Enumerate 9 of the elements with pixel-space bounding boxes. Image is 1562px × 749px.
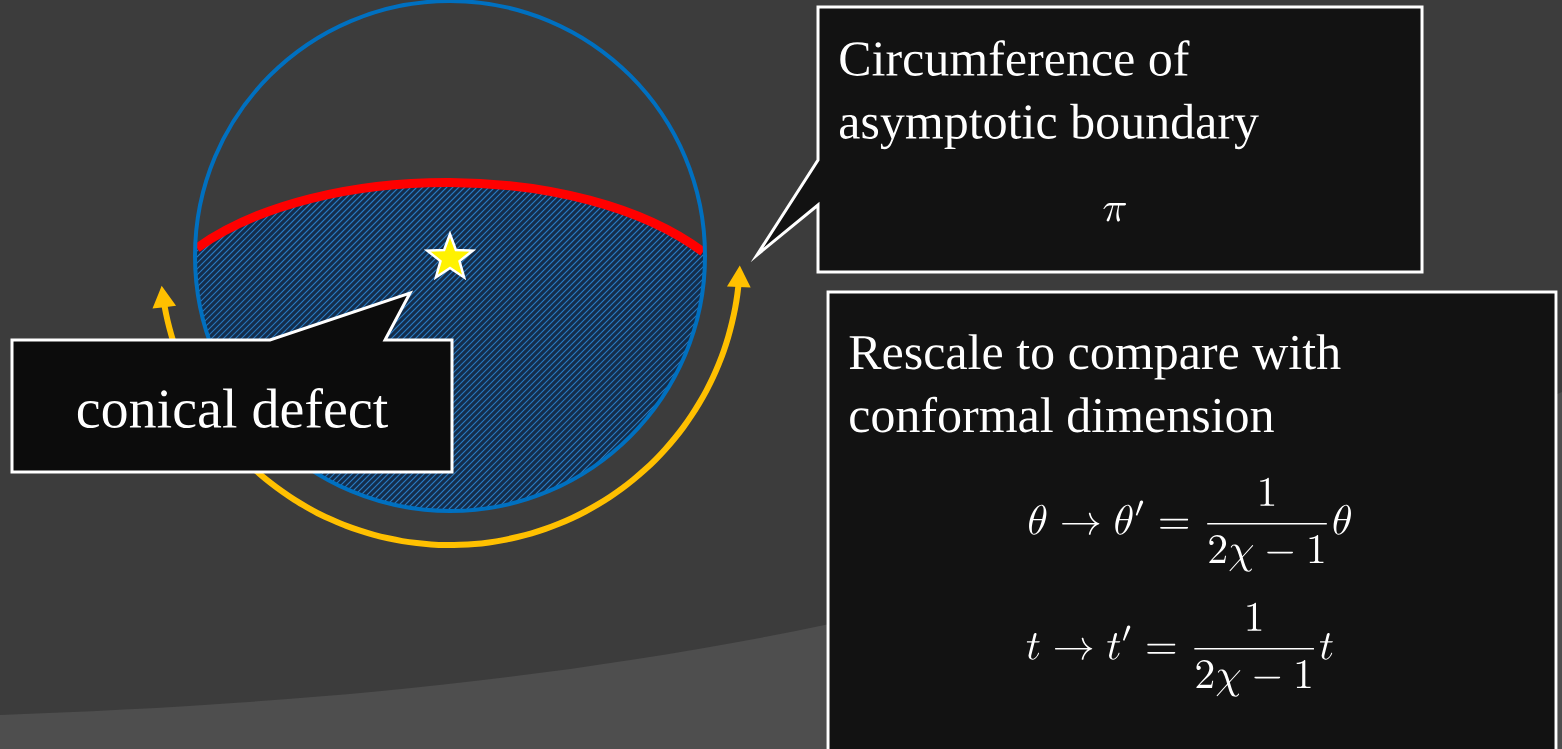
callout-text: conical defect — [77, 388, 388, 428]
callout-box — [750, 5, 1424, 274]
callout-box — [10, 290, 454, 474]
formula: $\pi$ — [1103, 202, 1127, 222]
text-box — [826, 290, 1558, 749]
callout-text: Circumference of asymptotic boundary — [839, 40, 1259, 150]
formula: $t \to t' = \frac{1}{2\chi - 1}t$ — [1026, 602, 1333, 697]
formula: $\theta \to \theta' = \frac{1}{2\chi - 1}\theta$ — [1029, 477, 1351, 572]
callout-text: Rescale to compare with conformal dimension — [849, 334, 1341, 433]
